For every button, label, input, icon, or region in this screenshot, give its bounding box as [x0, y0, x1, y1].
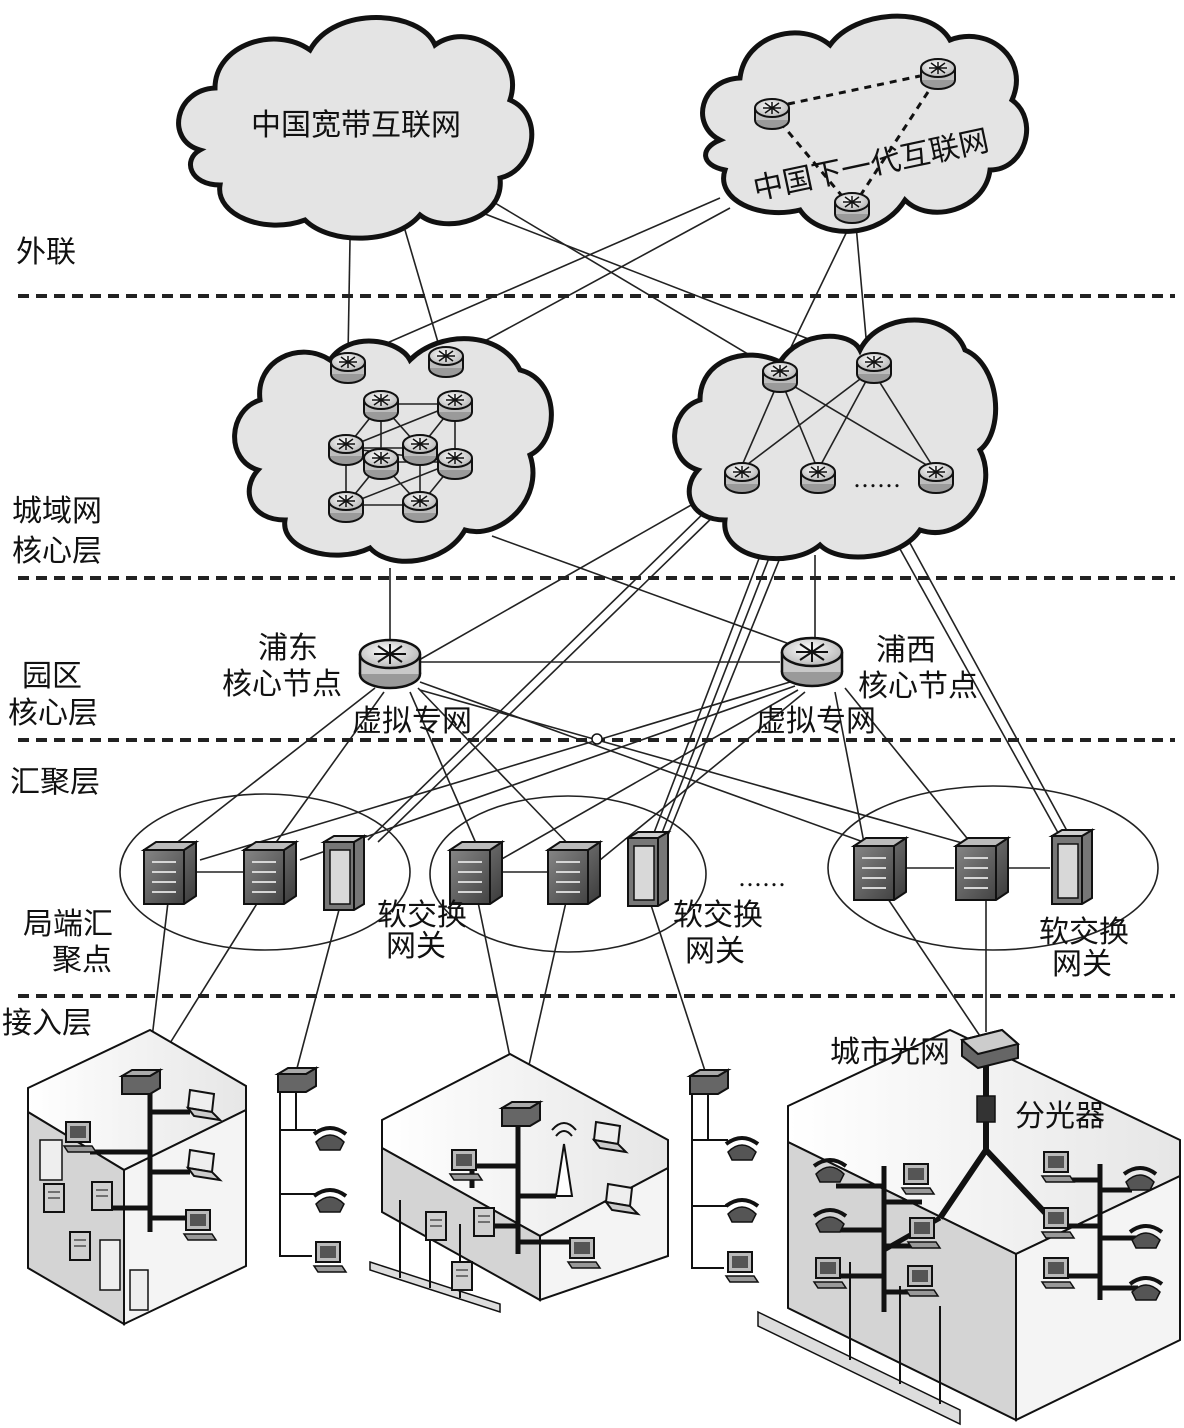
softswitch-gateway-server-3	[1051, 829, 1093, 905]
softswitch-gateway-server-1	[323, 835, 365, 911]
office-agg-label-1: 局端汇	[23, 907, 113, 942]
vpn-label-left: 虚拟专网	[352, 704, 472, 739]
metro-left-edge-router-1	[330, 352, 366, 384]
layer-label-aggregation: 汇聚层	[10, 765, 100, 800]
metro-right-router-2	[800, 462, 836, 494]
softswitch-2-label-b: 网关	[685, 934, 745, 969]
next-gen-router-3	[834, 192, 870, 224]
puxi-label-2: 核心节点	[858, 669, 978, 704]
puxi-label-1: 浦西	[876, 633, 936, 668]
splitter-label: 分光器	[1015, 1099, 1105, 1134]
cloud-metro-right: ……	[672, 317, 999, 562]
pudong-core-router	[358, 638, 422, 690]
softswitch-gateway-server-2	[627, 831, 669, 907]
phone-2a	[724, 1136, 760, 1162]
phone-group-1	[277, 1067, 348, 1273]
next-gen-router-2	[920, 58, 956, 90]
aggregation-group-3	[827, 785, 1159, 951]
core-mesh	[328, 390, 473, 523]
connection-lines	[147, 197, 1073, 1097]
agg-switch-3	[449, 841, 503, 905]
agg-switch-2	[243, 841, 297, 905]
agg-switch-5	[853, 837, 907, 901]
phone-group-2	[689, 1069, 760, 1283]
city-optical-label: 城市光网	[830, 1035, 950, 1070]
cloud-china-broadband: 中国宽带互联网	[176, 15, 535, 241]
aggregation-ellipsis: ……	[738, 864, 786, 892]
cloud-china-next-gen: 中国下一代互联网	[700, 13, 1030, 234]
access-building-3	[757, 1028, 1181, 1426]
office-agg-label-2: 聚点	[52, 943, 112, 978]
metro-right-router-3	[918, 462, 954, 494]
metro-right-edge-router-2	[856, 352, 892, 384]
voice-gateway-2	[689, 1069, 729, 1095]
core-ellipsis: ……	[853, 465, 901, 493]
access-building-1	[27, 1028, 247, 1326]
layer-label-metro-core-2: 核心层	[12, 534, 102, 569]
phone-1b	[312, 1188, 348, 1214]
china-broadband-label: 中国宽带互联网	[251, 108, 461, 143]
aggregation-group-1	[119, 793, 411, 951]
softswitch-3-label-b: 网关	[1052, 947, 1112, 982]
pudong-label-2: 核心节点	[222, 667, 342, 702]
vpn-label-right: 虚拟专网	[756, 704, 876, 739]
softswitch-2-label-a: 软交换	[673, 898, 763, 933]
fax-1	[313, 1241, 347, 1273]
softswitch-1-label-b: 网关	[386, 929, 446, 964]
aggregation-group-2	[429, 795, 707, 953]
metro-right-router-1	[724, 462, 760, 494]
metro-right-edge-router-1	[762, 361, 798, 393]
agg-switch-4	[547, 841, 601, 905]
layer-labels: 外联 城域网 核心层 园区 核心层 汇聚层 接入层	[2, 235, 102, 1041]
vpn-junction	[591, 733, 603, 745]
voice-gateway-1	[277, 1067, 317, 1093]
agg-switch-1	[143, 841, 197, 905]
fax-2	[725, 1251, 759, 1283]
metro-left-edge-router-2	[428, 346, 464, 378]
agg-switch-6	[955, 837, 1009, 901]
layer-label-park-core-2: 核心层	[8, 696, 98, 731]
layer-label-metro-core-1: 城域网	[12, 494, 102, 529]
pudong-label-1: 浦东	[258, 631, 318, 666]
softswitch-3-label-a: 软交换	[1039, 915, 1129, 950]
layer-label-park-core-1: 园区	[22, 659, 82, 694]
cloud-metro-left	[232, 336, 554, 564]
softswitch-1-label-a: 软交换	[377, 898, 467, 933]
layer-label-external: 外联	[16, 235, 76, 270]
phone-2b	[724, 1198, 760, 1224]
access-building-2	[369, 1052, 669, 1314]
puxi-core-router	[780, 636, 844, 688]
phone-1a	[312, 1126, 348, 1152]
layer-label-access: 接入层	[2, 1006, 92, 1041]
next-gen-router-1	[754, 98, 790, 130]
node-labels: 浦东 核心节点 浦西 核心节点 虚拟专网 虚拟专网 局端汇 聚点 软交换 网关 …	[23, 631, 1129, 1134]
